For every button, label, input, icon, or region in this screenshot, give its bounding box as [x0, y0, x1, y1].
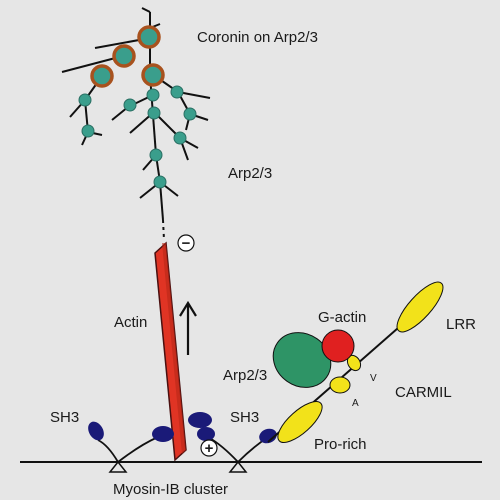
plus-sign: + — [205, 440, 214, 457]
membrane-anchor-right — [228, 460, 248, 473]
coronin-arp-node — [90, 64, 114, 88]
carmil-label: CARMIL — [395, 384, 452, 401]
g-actin-monomer — [321, 329, 355, 363]
myosin-head — [188, 412, 212, 428]
carmil-protein — [267, 281, 444, 443]
arp-node — [170, 85, 184, 99]
coronin-arp-node — [137, 25, 161, 49]
sh3-left-label: SH3 — [50, 409, 79, 426]
coronin-arp-nodes — [90, 25, 165, 88]
arp-node — [78, 93, 92, 107]
sh3-right-label: SH3 — [230, 409, 259, 426]
arp-node — [153, 175, 167, 189]
sh3-domain-right — [259, 428, 277, 444]
coronin-arp-node — [141, 63, 165, 87]
membrane-anchor-left — [108, 460, 128, 473]
arp-node — [81, 124, 95, 138]
pro-rich-label: Pro-rich — [314, 436, 367, 453]
minus-sign: − — [182, 235, 191, 252]
arp-node — [147, 106, 161, 120]
arp-node — [149, 148, 163, 162]
arp-nodes — [78, 85, 197, 189]
a-domain — [329, 376, 351, 394]
branched-actin-network — [61, 7, 211, 241]
actin-label: Actin — [114, 314, 147, 331]
arp23-bottom-label: Arp2/3 — [223, 367, 267, 384]
sh3-domain-left — [88, 421, 104, 441]
coronin-label: Coronin on Arp2/3 — [197, 29, 318, 46]
myosin-head — [152, 426, 174, 442]
myosin-head — [197, 427, 215, 441]
coronin-arp-node — [112, 44, 136, 68]
growth-arrow — [179, 300, 197, 355]
arp-node — [123, 98, 137, 112]
myosin-label: Myosin-IB cluster — [113, 481, 228, 498]
lrr-domain — [396, 281, 444, 333]
arp23-complex — [272, 332, 332, 388]
arp-node — [183, 107, 197, 121]
arp-node — [146, 88, 160, 102]
myosin-ib-cluster — [88, 412, 277, 473]
a-label: A — [352, 398, 359, 409]
lrr-label: LRR — [446, 316, 476, 333]
g-actin-label: G-actin — [318, 309, 366, 326]
pro-rich-domain — [277, 401, 323, 443]
actin-filament — [154, 241, 187, 462]
plus-end-marker — [200, 439, 218, 457]
v-label: V — [370, 373, 377, 384]
minus-end-marker — [177, 234, 195, 252]
arp-node — [173, 131, 187, 145]
arp23-top-label: Arp2/3 — [228, 165, 272, 182]
